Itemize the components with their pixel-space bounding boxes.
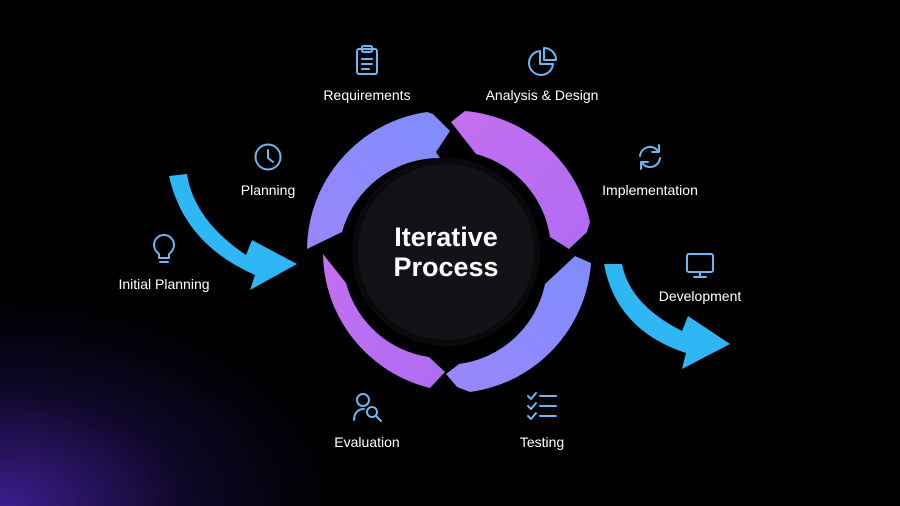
stage-label-testing: Testing: [519, 434, 565, 450]
clipboard-icon: [353, 44, 381, 81]
pie-chart-icon: [526, 46, 558, 83]
refresh-icon: [635, 142, 665, 177]
stage-label-planning: Planning: [240, 182, 296, 198]
center-disc: [358, 164, 534, 340]
center-title: Iterative Process: [350, 222, 542, 282]
exit-arrow: [604, 264, 730, 369]
clock-icon: [253, 142, 283, 177]
cycle-arrow-top-right: [451, 111, 590, 249]
stage-label-initial-planning: Initial Planning: [118, 276, 210, 292]
center-title-line1: Iterative: [394, 222, 498, 252]
lightbulb-icon: [151, 234, 177, 271]
cycle-arrow-bottom-left: [323, 254, 445, 388]
cycle-arrow-top-left: [307, 112, 450, 249]
stage-label-development: Development: [658, 288, 742, 304]
monitor-icon: [684, 252, 716, 285]
stage-label-evaluation: Evaluation: [334, 434, 400, 450]
stage-label-implementation: Implementation: [602, 182, 698, 198]
entry-arrow: [169, 174, 297, 290]
stage-label-requirements: Requirements: [323, 87, 411, 103]
cycle-arrow-bottom-right: [446, 256, 591, 392]
center-title-line2: Process: [393, 252, 499, 282]
stage-label-analysis-design: Analysis & Design: [485, 87, 599, 103]
checklist-icon: [526, 391, 558, 426]
user-search-icon: [352, 391, 384, 428]
